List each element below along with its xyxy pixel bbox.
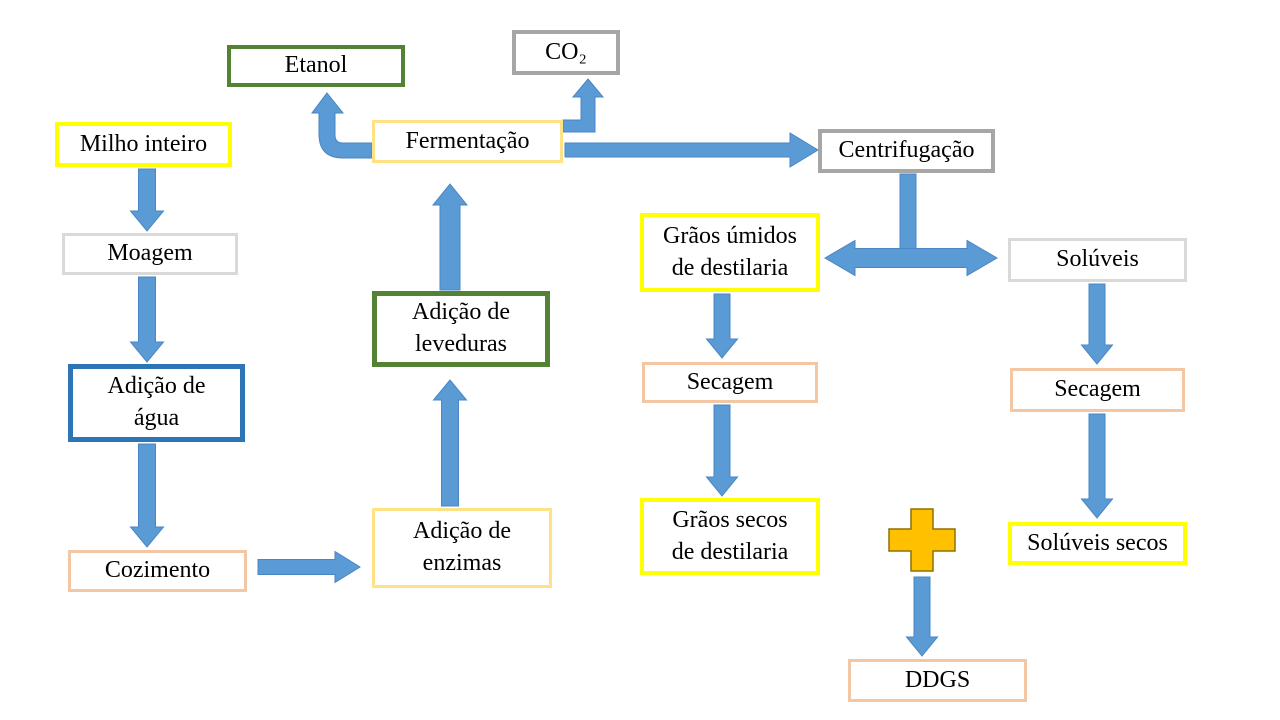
node-label: DDGS	[904, 666, 971, 693]
node-label: Adição de água	[107, 373, 206, 431]
node-label: Grãos secos de destilaria	[671, 506, 789, 565]
node-label: Moagem	[107, 240, 193, 267]
node-adicao-de-enzimas: Adição de enzimas	[372, 508, 552, 588]
node-label: Grãos úmidos de destilaria	[663, 222, 797, 281]
node-label: Solúveis	[1056, 246, 1139, 273]
node-cozimento: Cozimento	[68, 550, 247, 592]
arrow-moagem-to-agua	[129, 276, 165, 363]
node-graos-umidos-de-destilaria: Grãos úmidos de destilaria	[640, 213, 820, 292]
node-label: Cozimento	[104, 557, 211, 584]
node-soluveis-secos: Solúveis secos	[1008, 522, 1187, 565]
arrow-plus-to-ddgs	[905, 576, 939, 657]
arrow-fermentacao-to-etanol	[311, 92, 373, 159]
node-soluveis: Solúveis	[1008, 238, 1187, 282]
node-ddgs: DDGS	[848, 659, 1027, 702]
node-adicao-de-agua: Adição de água	[68, 364, 245, 442]
node-label: Adição de leveduras	[412, 299, 510, 357]
arrow-secagem-to-graos-secos	[705, 404, 739, 497]
arrow-fermentacao-to-centrifugacao	[564, 132, 819, 168]
node-label: Solúveis secos	[1027, 529, 1168, 556]
node-label: Secagem	[686, 368, 774, 395]
arrow-leveduras-to-fermentacao	[431, 183, 469, 291]
arrow-agua-to-cozimento	[129, 443, 165, 548]
node-label: Etanol	[284, 52, 348, 79]
node-milho-inteiro: Milho inteiro	[55, 122, 232, 167]
node-label: Secagem	[1054, 376, 1141, 403]
node-co2: CO₂	[512, 30, 620, 75]
arrow-centrifugacao-split-double	[824, 239, 998, 277]
arrow-milho-to-moagem	[129, 168, 165, 232]
arrow-cozimento-to-enzimas	[257, 550, 361, 584]
node-adicao-de-leveduras: Adição de leveduras	[372, 291, 550, 367]
node-secagem-soluveis: Secagem	[1010, 368, 1185, 412]
node-centrifugacao: Centrifugação	[818, 129, 995, 173]
plus-icon	[888, 508, 956, 572]
node-label: CO₂	[545, 38, 587, 65]
arrow-soluveis-to-secagem	[1080, 283, 1114, 365]
arrow-secagem-to-soluveis-secos	[1080, 413, 1114, 519]
node-label: Centrifugação	[838, 137, 975, 164]
node-graos-secos-de-destilaria: Grãos secos de destilaria	[640, 498, 820, 575]
arrow-graos-umidos-to-secagem	[705, 293, 739, 359]
node-secagem-graos: Secagem	[642, 362, 818, 403]
node-etanol: Etanol	[227, 45, 405, 87]
node-label: Fermentação	[405, 127, 530, 154]
arrow-enzimas-to-leveduras	[432, 379, 468, 507]
node-label: Adição de enzimas	[413, 518, 511, 576]
arrow-fermentacao-to-co2	[562, 78, 605, 133]
node-moagem: Moagem	[62, 233, 238, 275]
node-fermentacao: Fermentação	[372, 120, 563, 163]
node-label: Milho inteiro	[79, 130, 208, 157]
